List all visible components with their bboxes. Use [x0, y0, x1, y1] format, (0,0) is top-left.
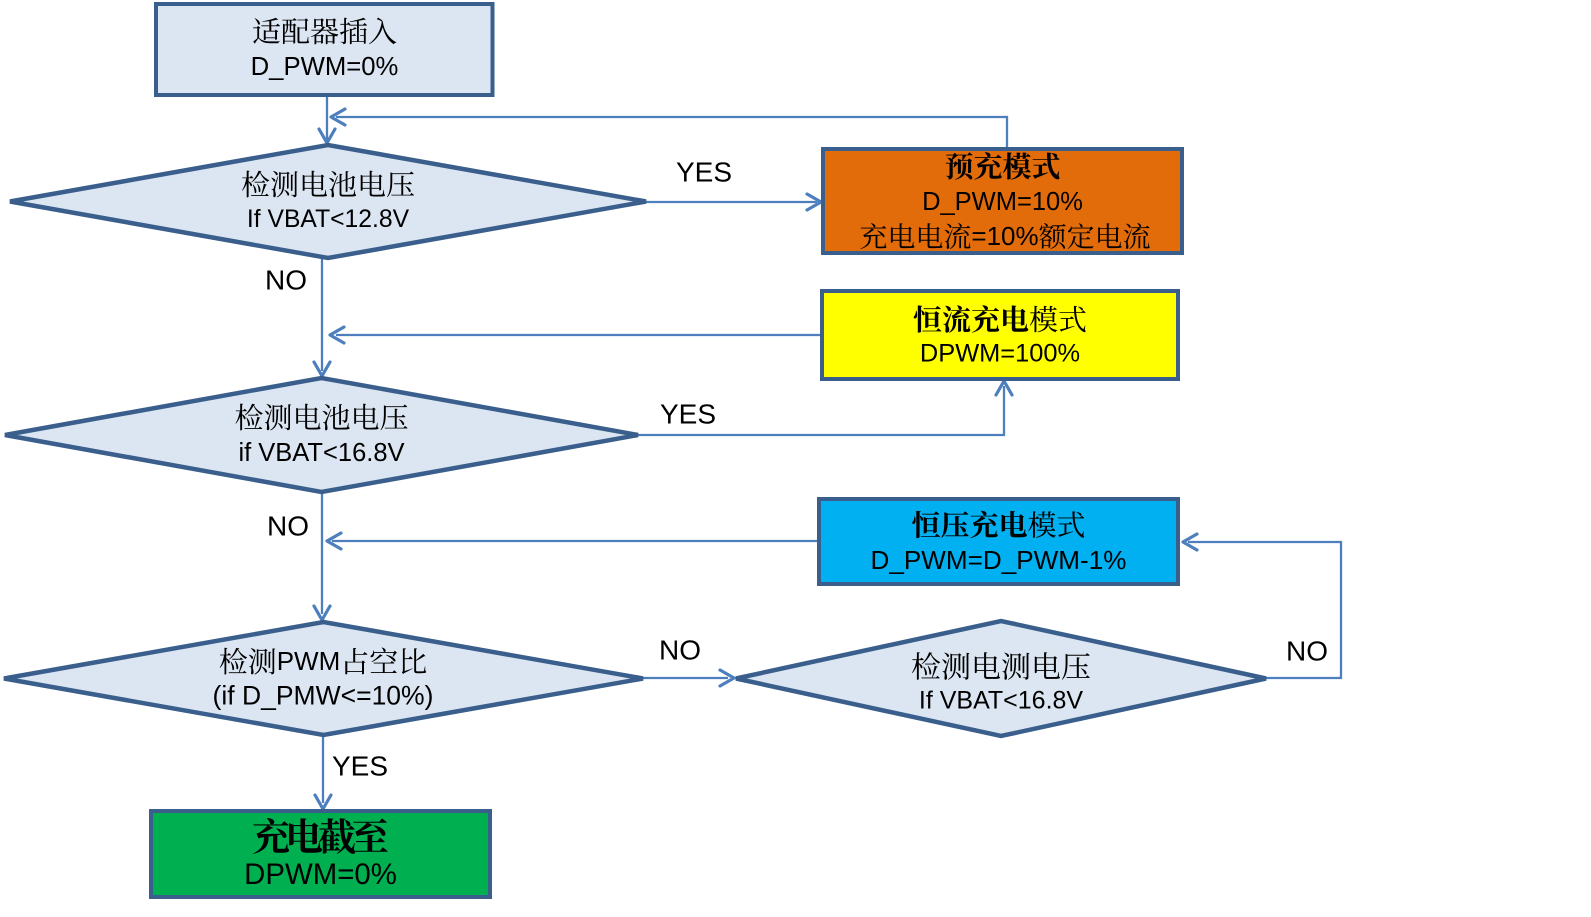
svg-text:NO: NO — [265, 265, 307, 296]
svg-text:YES: YES — [660, 399, 716, 430]
svg-text:D_PWM=D_PWM-1%: D_PWM=D_PWM-1% — [871, 545, 1127, 575]
svg-text:(if D_PMW<=10%): (if D_PMW<=10%) — [213, 681, 434, 711]
svg-text:PWM: PWM — [277, 646, 341, 676]
svg-text:NO: NO — [267, 511, 309, 542]
svg-text:YES: YES — [332, 751, 388, 782]
svg-text:YES: YES — [676, 157, 732, 188]
svg-text:If VBAT<12.8V: If VBAT<12.8V — [247, 206, 410, 233]
svg-text:NO: NO — [659, 635, 701, 666]
svg-text:DPWM=100%: DPWM=100% — [920, 340, 1080, 368]
svg-text:NO: NO — [1286, 636, 1328, 667]
svg-text:D_PWM=0%: D_PWM=0% — [251, 53, 399, 81]
svg-text:=10%: =10% — [971, 221, 1038, 251]
svg-text:if VBAT<16.8V: if VBAT<16.8V — [238, 439, 404, 467]
svg-text:If VBAT<16.8V: If VBAT<16.8V — [919, 687, 1084, 715]
svg-text:DPWM=0%: DPWM=0% — [244, 858, 397, 891]
svg-text:D_PWM=10%: D_PWM=10% — [922, 188, 1083, 216]
